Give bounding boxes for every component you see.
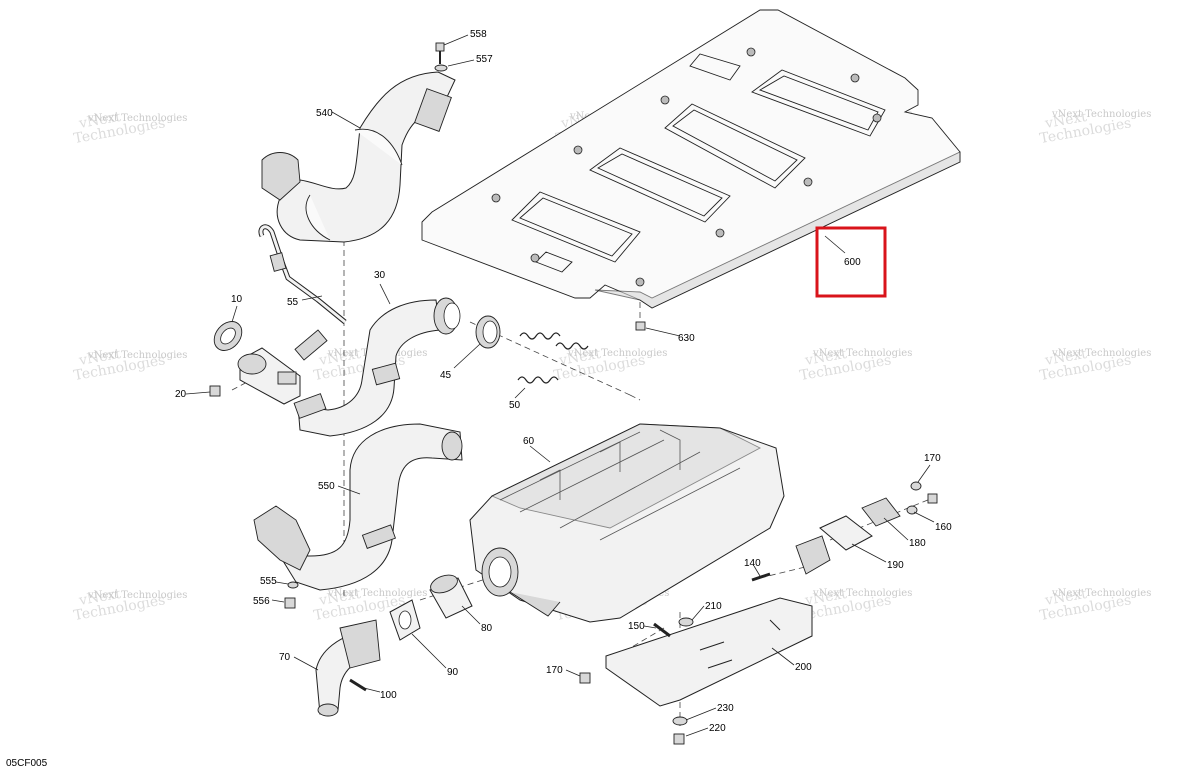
callout-30: 30 bbox=[374, 270, 386, 281]
nut-220[interactable] bbox=[673, 733, 685, 745]
bolt-150[interactable] bbox=[653, 622, 671, 638]
watermark-line1: vNext bbox=[77, 109, 122, 132]
callout-60: 60 bbox=[523, 436, 535, 447]
bracket-180[interactable] bbox=[861, 497, 901, 527]
callout-150: 150 bbox=[628, 621, 645, 632]
callout-100: 100 bbox=[380, 690, 397, 701]
callout-55: 55 bbox=[287, 297, 299, 308]
watermark-text: vNext Technologies bbox=[1051, 348, 1151, 359]
watermark-text: vNext Technologies bbox=[812, 588, 912, 599]
muffler[interactable] bbox=[469, 423, 785, 623]
nut-170-upper[interactable] bbox=[910, 481, 938, 504]
callout-557: 557 bbox=[476, 54, 493, 65]
leader-lines bbox=[185, 34, 935, 737]
bolt-558[interactable] bbox=[435, 42, 445, 64]
watermark-text: vNext Technologies bbox=[87, 350, 187, 361]
washer-210[interactable] bbox=[678, 617, 694, 627]
callout-10: 10 bbox=[231, 294, 243, 305]
callout-220: 220 bbox=[709, 723, 726, 734]
diagram-code: 05CF005 bbox=[6, 758, 48, 769]
callout-230: 230 bbox=[717, 703, 734, 714]
muffler-bracket[interactable] bbox=[605, 597, 813, 707]
callout-80: 80 bbox=[481, 623, 493, 634]
watermark-text: vNext Technologies bbox=[812, 348, 912, 359]
watermark-line1: vNext bbox=[317, 586, 362, 609]
watermark-line1: vNext bbox=[317, 346, 362, 369]
callout-90: 90 bbox=[447, 667, 459, 678]
watermark-line1: vNext bbox=[77, 346, 122, 369]
callout-190: 190 bbox=[887, 560, 904, 571]
gasket-10[interactable] bbox=[209, 316, 248, 356]
watermark: vNext Technologies bbox=[798, 346, 892, 384]
callout-45: 45 bbox=[440, 370, 452, 381]
spring-50[interactable] bbox=[517, 332, 589, 384]
callout-50: 50 bbox=[509, 400, 521, 411]
callout-20: 20 bbox=[175, 389, 187, 400]
watermark: vNext Technologies bbox=[72, 346, 166, 384]
callout-70: 70 bbox=[279, 652, 291, 663]
watermark-text: vNext Technologies bbox=[567, 348, 667, 359]
washer-555[interactable] bbox=[287, 581, 299, 589]
callout-170-lower: 170 bbox=[546, 665, 563, 676]
watermark-text: vNext Technologies bbox=[327, 588, 427, 599]
bolt-630[interactable] bbox=[635, 321, 646, 331]
nut-20[interactable] bbox=[209, 385, 221, 397]
oxygen-sensor[interactable] bbox=[258, 224, 347, 361]
callout-630: 630 bbox=[678, 333, 695, 344]
sealing-ring-45[interactable] bbox=[475, 315, 501, 349]
gasket-90[interactable] bbox=[389, 599, 421, 641]
callout-140: 140 bbox=[744, 558, 761, 569]
washer-557[interactable] bbox=[434, 64, 448, 72]
exhaust-pipe-upper[interactable] bbox=[261, 71, 456, 243]
callout-540: 540 bbox=[316, 108, 333, 119]
callout-160: 160 bbox=[935, 522, 952, 533]
exhaust-pipe-mid[interactable] bbox=[293, 297, 461, 437]
watermark-line1: vNext bbox=[1043, 109, 1088, 132]
nut-170-lower[interactable] bbox=[579, 672, 591, 684]
highlight-box bbox=[815, 226, 887, 298]
watermark: vNext Technologies bbox=[72, 586, 166, 624]
watermark: vNext Technologies bbox=[1038, 346, 1132, 384]
watermark-text: vNext Technologies bbox=[1051, 109, 1151, 120]
bolt-100[interactable] bbox=[349, 678, 367, 692]
rubber-mount-190[interactable] bbox=[795, 515, 873, 575]
watermark-line1: vNext bbox=[803, 346, 848, 369]
watermark: vNext Technologies bbox=[72, 109, 166, 147]
callout-labels: 558 557 540 30 10 55 20 45 50 60 630 550… bbox=[175, 29, 952, 734]
callout-180: 180 bbox=[909, 538, 926, 549]
callout-555: 555 bbox=[260, 576, 277, 587]
callout-210: 210 bbox=[705, 601, 722, 612]
watermark-line1: vNext bbox=[1043, 586, 1088, 609]
watermark: vNext Technologies bbox=[1038, 586, 1132, 624]
nut-556[interactable] bbox=[284, 597, 296, 609]
callout-200: 200 bbox=[795, 662, 812, 673]
flange-adapter[interactable] bbox=[237, 347, 301, 405]
callout-550: 550 bbox=[318, 481, 335, 492]
callout-558: 558 bbox=[470, 29, 487, 40]
watermark-text: vNext Technologies bbox=[87, 590, 187, 601]
watermark: vNext Technologies bbox=[552, 346, 646, 384]
callout-600: 600 bbox=[844, 257, 861, 268]
heat-shield-plate[interactable] bbox=[421, 9, 961, 309]
watermark-text: vNext Technologies bbox=[1051, 588, 1151, 599]
watermark-line1: vNext bbox=[77, 586, 122, 609]
watermark-line1: vNext bbox=[803, 586, 848, 609]
callout-170-upper: 170 bbox=[924, 453, 941, 464]
watermark-line1: vNext bbox=[1043, 346, 1088, 369]
outlet-pipe[interactable] bbox=[315, 619, 381, 717]
highlighted-callout-600[interactable]: 600 bbox=[815, 226, 887, 298]
exhaust-pipe-lower[interactable] bbox=[253, 423, 463, 591]
watermark-text: vNext Technologies bbox=[87, 113, 187, 124]
washer-230[interactable] bbox=[672, 716, 688, 726]
watermark-line1: vNext bbox=[557, 346, 602, 369]
bolt-140[interactable] bbox=[751, 572, 771, 582]
callout-556: 556 bbox=[253, 596, 270, 607]
sleeve-80[interactable] bbox=[428, 572, 473, 619]
